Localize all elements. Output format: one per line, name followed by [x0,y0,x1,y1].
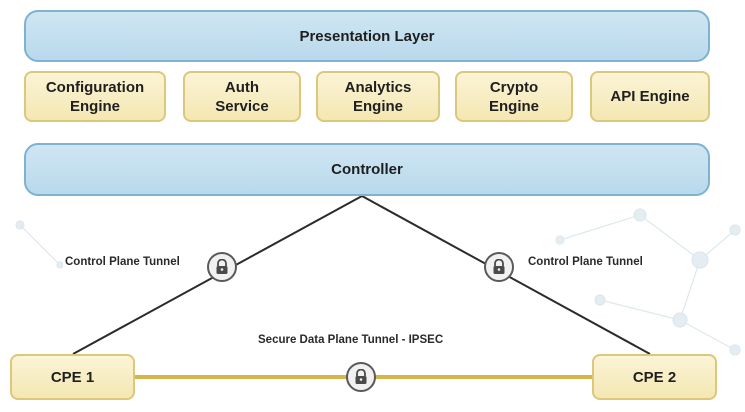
configuration-engine-label: Configuration Engine [45,78,145,115]
cpe-1-box: CPE 1 [10,354,135,400]
configuration-engine-box: Configuration Engine [24,71,166,122]
control-plane-tunnel-right-label: Control Plane Tunnel [526,256,645,268]
cpe-1-label: CPE 1 [50,368,95,386]
padlock-icon [484,252,514,282]
padlock-icon [346,362,376,392]
presentation-layer-label: Presentation Layer [299,27,435,45]
analytics-engine-label: Analytics Engine [344,78,412,115]
controller-label: Controller [331,161,403,178]
auth-service-box: Auth Service [183,71,301,122]
padlock-icon [207,252,237,282]
crypto-engine-box: Crypto Engine [455,71,573,122]
auth-service-label: Auth Service [215,78,269,115]
controller-box: Controller [24,143,710,196]
api-engine-label: API Engine [610,88,690,105]
control-plane-tunnel-left-label: Control Plane Tunnel [63,256,182,268]
data-plane-tunnel-label: Secure Data Plane Tunnel - IPSEC [256,334,446,346]
presentation-layer-box: Presentation Layer [24,10,710,62]
analytics-engine-box: Analytics Engine [316,71,440,122]
cpe-2-label: CPE 2 [632,368,677,386]
api-engine-box: API Engine [590,71,710,122]
crypto-engine-label: Crypto Engine [488,78,539,115]
cpe-2-box: CPE 2 [592,354,717,400]
